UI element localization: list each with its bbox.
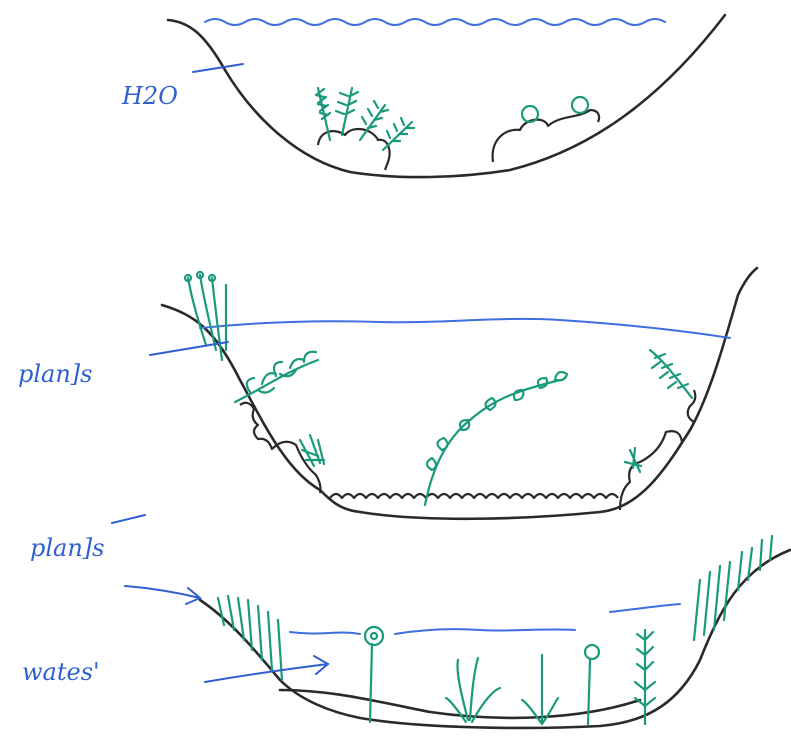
top-pond-basin bbox=[168, 15, 725, 177]
bottom-pond-basin bbox=[200, 550, 790, 728]
bottom-water-label: wates' bbox=[22, 658, 100, 686]
bottom-water-arrow bbox=[205, 656, 328, 682]
h2o-label: H2O bbox=[121, 82, 178, 110]
bottom-plants-arrow bbox=[125, 586, 200, 604]
bottom-pond-bud-plant-stem bbox=[588, 660, 590, 724]
bottom-pond-round-plant-head bbox=[365, 627, 383, 645]
bottom-pond-round-plant-center bbox=[371, 633, 377, 639]
top-pond-rock-right bbox=[493, 110, 599, 162]
middle-pond-fern-right bbox=[650, 350, 692, 398]
bottom-pond-water-surface bbox=[290, 604, 680, 634]
middle-pond-leafy-branch-left bbox=[235, 352, 318, 402]
middle-pond-right-rocks bbox=[620, 390, 695, 510]
bottom-pond-round-plant-stem bbox=[370, 644, 372, 722]
central-leaf-loops bbox=[427, 372, 567, 470]
feather-plant-1 bbox=[316, 88, 330, 140]
tall-stalk-3 bbox=[212, 278, 222, 360]
bottom-pond-reeds-left bbox=[218, 596, 282, 680]
middle-pond-rock-plant-right bbox=[625, 448, 641, 472]
bottom-plants-underline bbox=[112, 515, 145, 523]
h2o-pointer-line bbox=[193, 64, 243, 72]
bottom-pond-reeds-right bbox=[694, 536, 772, 640]
bottom-pond-leafy-plant bbox=[635, 630, 655, 724]
bottom-pond: plan]s wates' bbox=[22, 515, 790, 728]
bottom-pond-grass-clump-1 bbox=[446, 658, 500, 722]
feather-plant-4 bbox=[383, 118, 414, 150]
top-pond-round-plant-1 bbox=[522, 106, 538, 122]
middle-pond-water-surface bbox=[200, 319, 730, 338]
middle-pond-central-plant bbox=[425, 372, 567, 505]
middle-pond-bottom-pebbles bbox=[330, 494, 618, 498]
middle-pond-left-rocks bbox=[240, 403, 321, 493]
middle-pond-tall-stalks bbox=[185, 272, 226, 360]
middle-plants-label: plan]s bbox=[18, 360, 92, 388]
feather-plant-2 bbox=[336, 88, 358, 135]
bottom-pond-bud-plant-head bbox=[585, 645, 599, 659]
bottom-pond-grass-clump-2 bbox=[522, 655, 558, 724]
top-pond-water-surface bbox=[205, 19, 665, 25]
top-pond-round-plant-2 bbox=[572, 97, 588, 113]
top-pond: H2O bbox=[121, 15, 725, 177]
bottom-plants-label: plan]s bbox=[30, 534, 104, 562]
top-pond-feather-plants bbox=[316, 88, 414, 150]
middle-pond: plan]s bbox=[18, 268, 757, 519]
